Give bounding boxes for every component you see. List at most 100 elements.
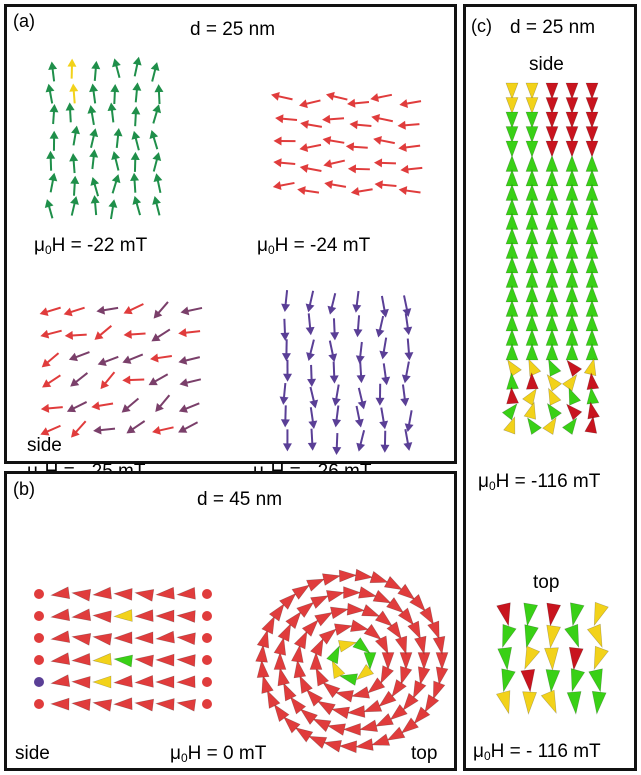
cone-mark — [505, 212, 519, 230]
arrow-mark — [371, 113, 394, 123]
cone-mark — [505, 270, 519, 288]
cone-mark — [542, 416, 557, 435]
arrow-mark — [90, 195, 100, 216]
cone-mark — [155, 586, 175, 600]
arrow-mark — [153, 173, 163, 194]
arrow-mark — [48, 172, 58, 193]
arrow-mark — [345, 142, 368, 152]
arrow-mark — [71, 420, 87, 438]
cone-mark — [113, 587, 133, 601]
ball-mark — [202, 611, 212, 621]
cone-mark — [386, 726, 406, 741]
cone-mark — [318, 628, 337, 645]
cone-mark — [314, 611, 334, 627]
cone-mark — [503, 416, 516, 435]
cone-mark — [374, 713, 394, 727]
cone-mark — [358, 586, 378, 599]
arrow-field-b-side — [34, 586, 212, 712]
arrow-mark — [87, 105, 97, 126]
cone-mark — [545, 669, 561, 693]
ball-mark — [34, 677, 44, 687]
arrow-mark — [66, 401, 88, 413]
cone-mark — [435, 666, 449, 686]
cone-mark — [312, 718, 332, 733]
cone-field-c-top — [495, 601, 609, 715]
arrow-mark — [71, 125, 80, 146]
arrow-mark — [374, 180, 397, 190]
arrow-mark — [401, 361, 411, 384]
arrow-mark — [332, 433, 342, 456]
cone-mark — [291, 584, 311, 600]
cone-mark — [565, 126, 579, 144]
cone-mark — [546, 602, 562, 627]
arrow-mark — [41, 352, 60, 368]
cone-mark — [545, 169, 559, 187]
cone-mark — [113, 697, 133, 711]
cone-mark — [374, 610, 394, 627]
cone-mark — [545, 154, 559, 172]
arrow-mark — [400, 164, 423, 174]
cone-mark — [586, 623, 603, 649]
arrow-mark — [91, 401, 114, 411]
cone-mark — [565, 154, 579, 172]
cone-mark — [338, 569, 358, 583]
cone-mark — [545, 212, 559, 230]
arrow-mark — [46, 150, 56, 171]
cone-mark — [545, 126, 559, 144]
arrow-mark — [152, 196, 161, 216]
panel-a-title: d = 25 nm — [190, 19, 276, 40]
cone-mark — [524, 645, 541, 671]
cone-mark — [568, 646, 584, 671]
arrow-mark — [40, 329, 62, 339]
cone-mark — [525, 169, 539, 187]
cone-mark — [176, 675, 196, 689]
cone-mark — [301, 619, 319, 637]
arrow-mark — [178, 402, 200, 413]
field-label-a2: μ0H = -24 mT — [257, 235, 371, 257]
cone-mark — [273, 703, 290, 723]
field-label-b: μ0H = 0 mT — [170, 743, 267, 765]
ball-mark — [202, 633, 212, 643]
cone-mark — [585, 285, 599, 303]
cone-mark — [50, 608, 71, 622]
cone-mark — [587, 401, 600, 420]
arrow-mark — [89, 128, 99, 149]
cone-mark — [585, 111, 599, 129]
cone-mark — [355, 663, 375, 681]
cone-mark — [432, 680, 446, 700]
panel-c-top-label: top — [533, 572, 560, 593]
cone-mark — [565, 227, 579, 245]
arrow-mark — [42, 374, 61, 388]
arrow-mark — [91, 60, 101, 81]
arrow-mark — [350, 187, 373, 196]
cone-mark — [545, 241, 559, 259]
cone-mark — [520, 668, 536, 693]
arrow-mark — [65, 102, 75, 123]
cone-mark — [413, 706, 431, 725]
cone-mark — [296, 601, 315, 619]
cone-mark — [593, 645, 609, 671]
cone-mark — [586, 372, 600, 390]
arrow-mark — [275, 114, 298, 124]
cone-mark — [523, 602, 539, 627]
panel-c: (c) d = 25 nm side μ0H = -116 mT top μ0H… — [463, 4, 637, 771]
cone-mark — [380, 665, 395, 685]
panel-b-top-label: top — [411, 743, 438, 764]
arrow-mark — [375, 383, 385, 406]
cone-mark — [155, 675, 175, 689]
arrow-mark — [110, 84, 120, 105]
cone-mark — [525, 314, 539, 332]
arrow-mark — [308, 407, 318, 430]
arrow-mark — [299, 99, 321, 109]
cone-mark — [299, 708, 318, 725]
cone-mark — [545, 285, 559, 303]
field-label-c-top: μ0H = - 116 mT — [473, 741, 601, 763]
arrow-mark — [130, 172, 140, 193]
arrow-mark — [152, 104, 162, 124]
cone-mark — [155, 630, 175, 644]
arrow-mark — [111, 151, 120, 171]
arrow-mark — [122, 353, 144, 364]
field-label-a1: μ0H = -22 mT — [34, 235, 148, 257]
arrow-mark — [48, 61, 58, 82]
arrow-mark — [69, 153, 79, 174]
